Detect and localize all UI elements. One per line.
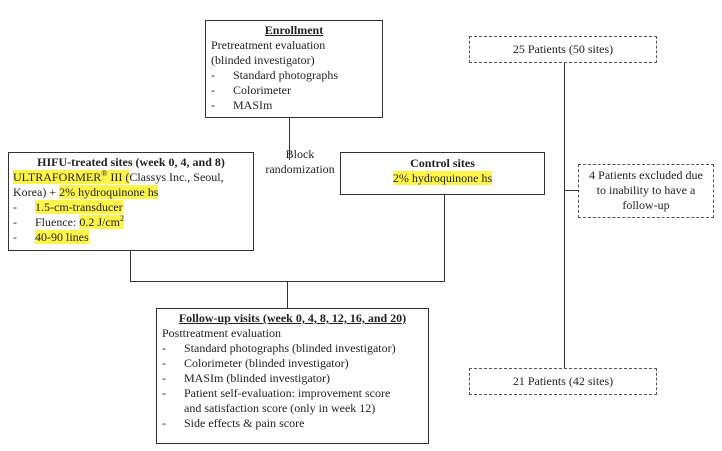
connector-hifu-down (130, 251, 132, 282)
patients-start-label: 25 Patients (50 sites) (512, 42, 614, 56)
control-title: Control sites (410, 156, 475, 170)
hifu-transducer: -1.5-cm-transducer (13, 200, 123, 214)
patients-start-box: 25 Patients (50 sites) (469, 36, 657, 63)
followup-subtitle: Posttreatment evaluation (162, 326, 281, 340)
enrollment-line1: Pretreatment evaluation (211, 38, 326, 52)
hifu-title: HIFU-treated sites (week 0, 4, and 8) (37, 155, 225, 169)
patients-end-box: 21 Patients (42 sites) (469, 368, 657, 395)
hifu-lines: -40-90 lines (13, 230, 89, 244)
enrollment-item: -Colorimeter (211, 83, 291, 97)
hifu-device-line: ULTRAFORMER® III (Classys Inc., Seoul, (13, 169, 224, 184)
randomization-line1: Block (285, 147, 315, 161)
control-drug: 2% hydroquinone hs (392, 171, 493, 185)
followup-item: -Side effects & pain score (162, 416, 305, 430)
randomization-line2: randomization (265, 162, 335, 176)
followup-item: -Standard photographs (blinded investiga… (162, 341, 396, 355)
excluded-box: 4 Patients excluded due to inability to … (578, 164, 714, 218)
enrollment-item: -MASIm (211, 98, 273, 112)
enrollment-title: Enrollment (264, 23, 324, 37)
hifu-fluence: -Fluence: 0.2 J/cm2 (13, 214, 124, 229)
followup-item: -MASIm (blinded investigator) (162, 371, 330, 385)
connector-excluded-horizontal (564, 190, 578, 192)
connector-enrollment-down (289, 118, 291, 160)
excluded-line2: to inability to have a (596, 183, 696, 197)
followup-item-continued: and satisfaction score (only in week 12) (184, 401, 376, 415)
enrollment-box: Enrollment Pretreatment evaluation (blin… (205, 20, 383, 118)
excluded-line1: 4 Patients excluded due (589, 168, 703, 182)
followup-title: Follow-up visits (week 0, 4, 8, 12, 16, … (178, 311, 407, 325)
block-randomization-label: Block randomization (255, 147, 345, 177)
connector-patients-vertical (564, 63, 566, 368)
hifu-sites-box: HIFU-treated sites (week 0, 4, and 8) UL… (8, 152, 254, 251)
control-sites-box: Control sites 2% hydroquinone hs (340, 152, 545, 195)
followup-item: -Patient self-evaluation: improvement sc… (162, 386, 391, 400)
hifu-device-line2: Korea) + 2% hydroquinone hs (13, 185, 159, 199)
connector-followup-down (287, 281, 289, 308)
excluded-line3: follow-up (622, 198, 670, 212)
enrollment-item: -Standard photographs (211, 68, 338, 82)
followup-box: Follow-up visits (week 0, 4, 8, 12, 16, … (156, 308, 429, 444)
followup-item: -Colorimeter (blinded investigator) (162, 356, 349, 370)
patients-end-label: 21 Patients (42 sites) (512, 374, 614, 388)
connector-control-down (444, 195, 446, 282)
enrollment-line2: (blinded investigator) (211, 53, 315, 67)
